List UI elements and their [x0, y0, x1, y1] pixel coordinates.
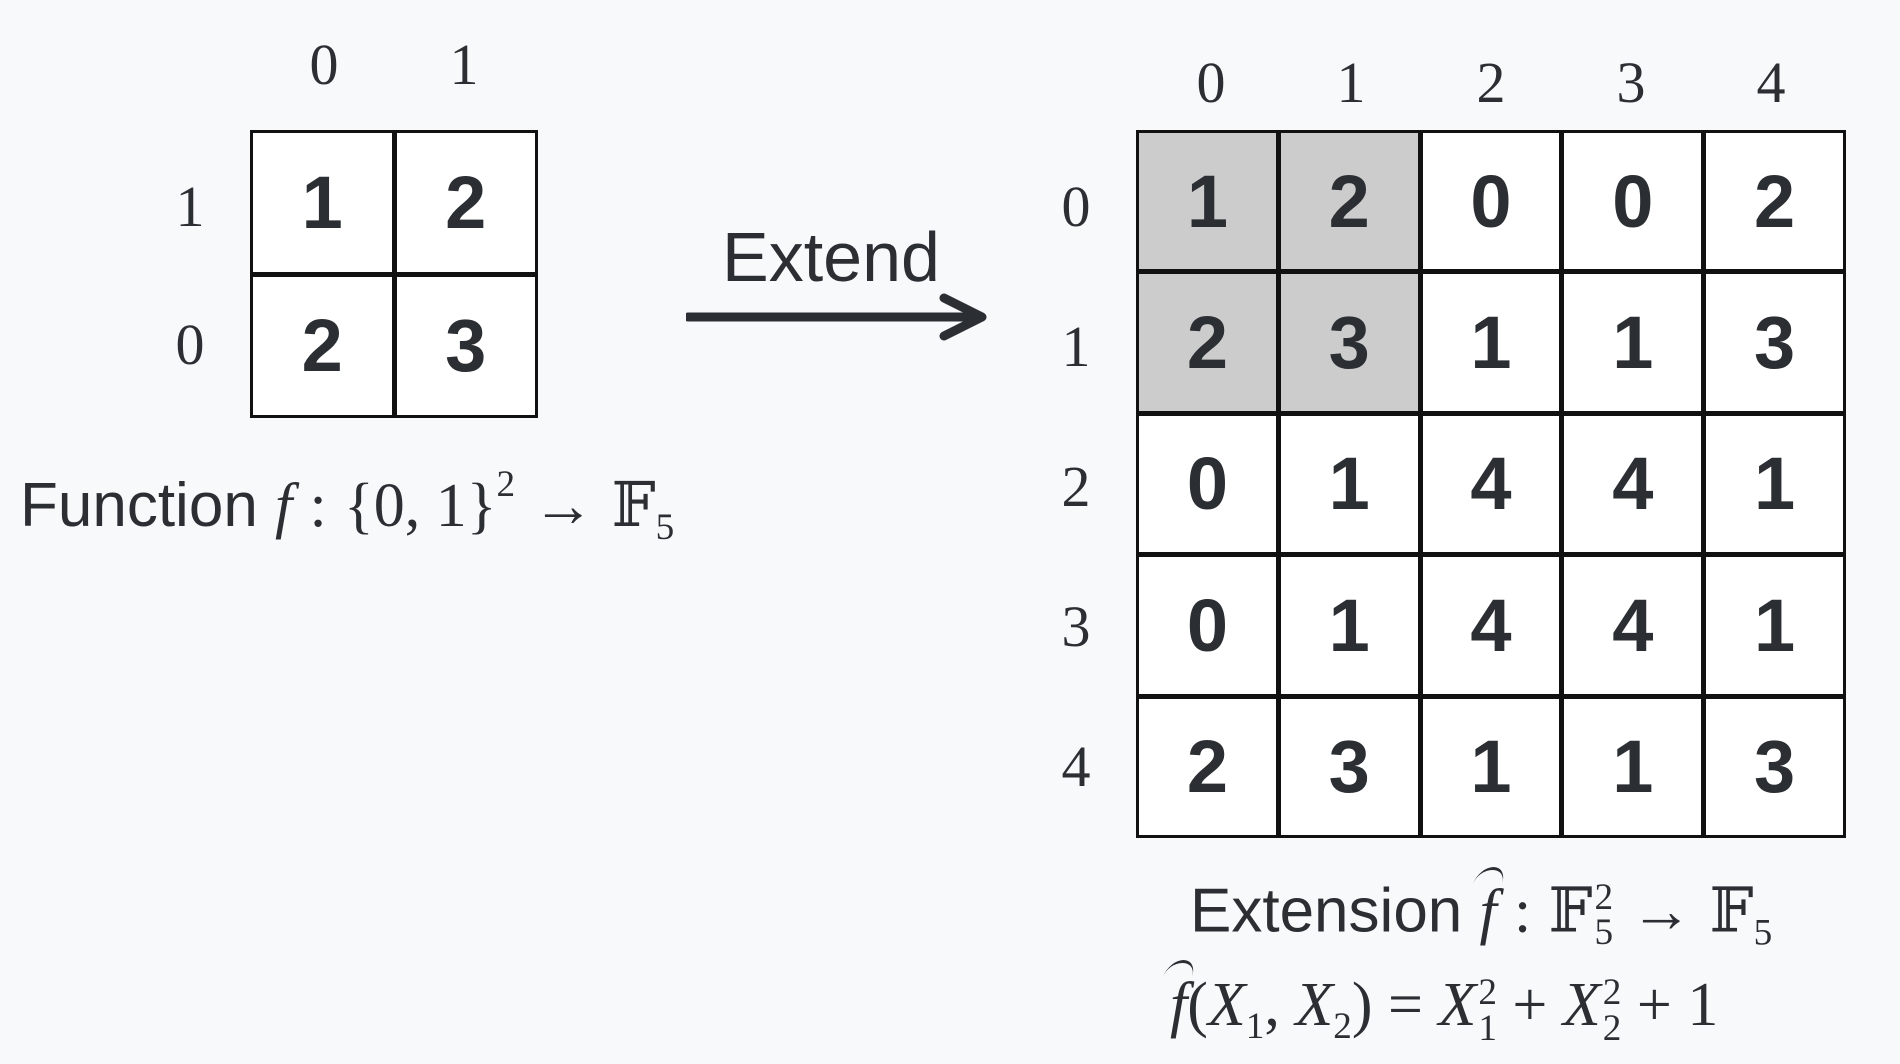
formula-term1-sup: 2: [1478, 972, 1497, 1014]
right-col-label-0: 0: [1196, 50, 1226, 115]
right-cell: 0: [1422, 133, 1560, 270]
right-cell: 2: [1139, 698, 1276, 835]
caption-word: Function: [20, 470, 258, 540]
right-cell: 1: [1422, 698, 1560, 835]
domain-exponent: 2: [496, 464, 516, 505]
field-symbol: 𝔽: [611, 471, 656, 540]
left-grid: 1 2 2 3: [250, 130, 538, 418]
formula-x1-subscript: 1: [1245, 1006, 1265, 1048]
field-subscript: 5: [1594, 912, 1614, 954]
caption-word: Extension: [1190, 876, 1463, 946]
right-cell: 3: [1280, 274, 1418, 411]
left-cell: 2: [396, 133, 535, 272]
function-symbol: f: [275, 471, 293, 540]
formula-plus-2: +: [1636, 971, 1672, 1039]
right-row-label-1: 1: [1061, 314, 1091, 379]
field-symbol: 𝔽: [1548, 877, 1593, 946]
target-field-symbol: 𝔽: [1709, 877, 1754, 946]
mapping-arrow: →: [532, 471, 595, 540]
left-col-label-1: 1: [449, 32, 479, 97]
extend-label: Extend: [722, 218, 940, 296]
right-grid: 1 2 0 0 2 2 3 1 1 3 0 1 4 4 1 0 1 4 4 1 …: [1136, 130, 1846, 838]
formula-term1-var: X: [1438, 971, 1477, 1039]
extension-symbol: f: [1479, 877, 1497, 946]
right-col-label-3: 3: [1616, 50, 1646, 115]
field-exponent: 2: [1594, 877, 1614, 918]
right-cell: 0: [1564, 133, 1702, 270]
formula-plus-1: +: [1512, 971, 1548, 1039]
formula-term2-var: X: [1562, 971, 1601, 1039]
formula-term2-sup: 2: [1602, 972, 1622, 1014]
right-row-label-3: 3: [1061, 594, 1091, 659]
right-cell: 3: [1706, 698, 1843, 835]
formula-open-paren: (: [1187, 971, 1208, 1039]
left-row-label-0: 0: [175, 312, 205, 377]
function-caption: Function f : {0, 1}2 → 𝔽5: [20, 466, 674, 546]
formula-var-x1: X: [1207, 971, 1246, 1039]
left-cell: 3: [396, 276, 535, 415]
right-cell: 1: [1564, 274, 1702, 411]
left-row-label-1: 1: [175, 174, 205, 239]
right-cell: 3: [1706, 274, 1843, 411]
formula-close-paren: ): [1351, 971, 1373, 1039]
right-cell: 1: [1706, 415, 1843, 553]
right-cell: 2: [1139, 274, 1276, 411]
right-cell: 1: [1564, 698, 1702, 835]
left-col-label-0: 0: [309, 32, 339, 97]
formula-equals: =: [1387, 971, 1423, 1039]
right-cell: 1: [1422, 274, 1560, 411]
right-cell: 0: [1139, 557, 1276, 694]
left-cell: 1: [253, 133, 392, 272]
right-row-label-4: 4: [1061, 734, 1091, 799]
caption-colon: :: [309, 471, 327, 540]
right-cell: 4: [1564, 557, 1702, 694]
right-cell: 1: [1280, 557, 1418, 694]
formula-term2-sub: 2: [1602, 1007, 1622, 1049]
right-cell: 0: [1139, 415, 1276, 553]
right-cell: 2: [1706, 133, 1843, 270]
right-col-label-1: 1: [1336, 50, 1366, 115]
mapping-arrow: →: [1630, 877, 1693, 946]
right-col-label-4: 4: [1756, 50, 1786, 115]
right-cell: 2: [1280, 133, 1418, 270]
right-cell: 4: [1564, 415, 1702, 553]
target-field-subscript: 5: [1753, 912, 1773, 954]
right-cell: 1: [1139, 133, 1276, 270]
domain-set: {0, 1}: [343, 471, 497, 540]
formula-term1-sub: 1: [1478, 1007, 1497, 1049]
right-cell: 3: [1280, 698, 1418, 835]
extend-arrow-icon: [686, 293, 987, 341]
formula-var-x2: X: [1295, 971, 1334, 1039]
left-cell: 2: [253, 276, 392, 415]
caption-colon: :: [1513, 877, 1532, 946]
formula-comma: ,: [1264, 971, 1280, 1039]
right-col-label-2: 2: [1476, 50, 1506, 115]
right-cell: 1: [1706, 557, 1843, 694]
field-subscript: 5: [655, 506, 675, 548]
right-cell: 4: [1422, 557, 1560, 694]
right-row-label-0: 0: [1061, 174, 1091, 239]
right-row-label-2: 2: [1061, 454, 1091, 519]
formula-function: f: [1170, 971, 1188, 1039]
formula-constant: 1: [1687, 971, 1719, 1039]
right-cell: 1: [1280, 415, 1418, 553]
formula-x2-subscript: 2: [1333, 1006, 1352, 1048]
right-cell: 4: [1422, 415, 1560, 553]
